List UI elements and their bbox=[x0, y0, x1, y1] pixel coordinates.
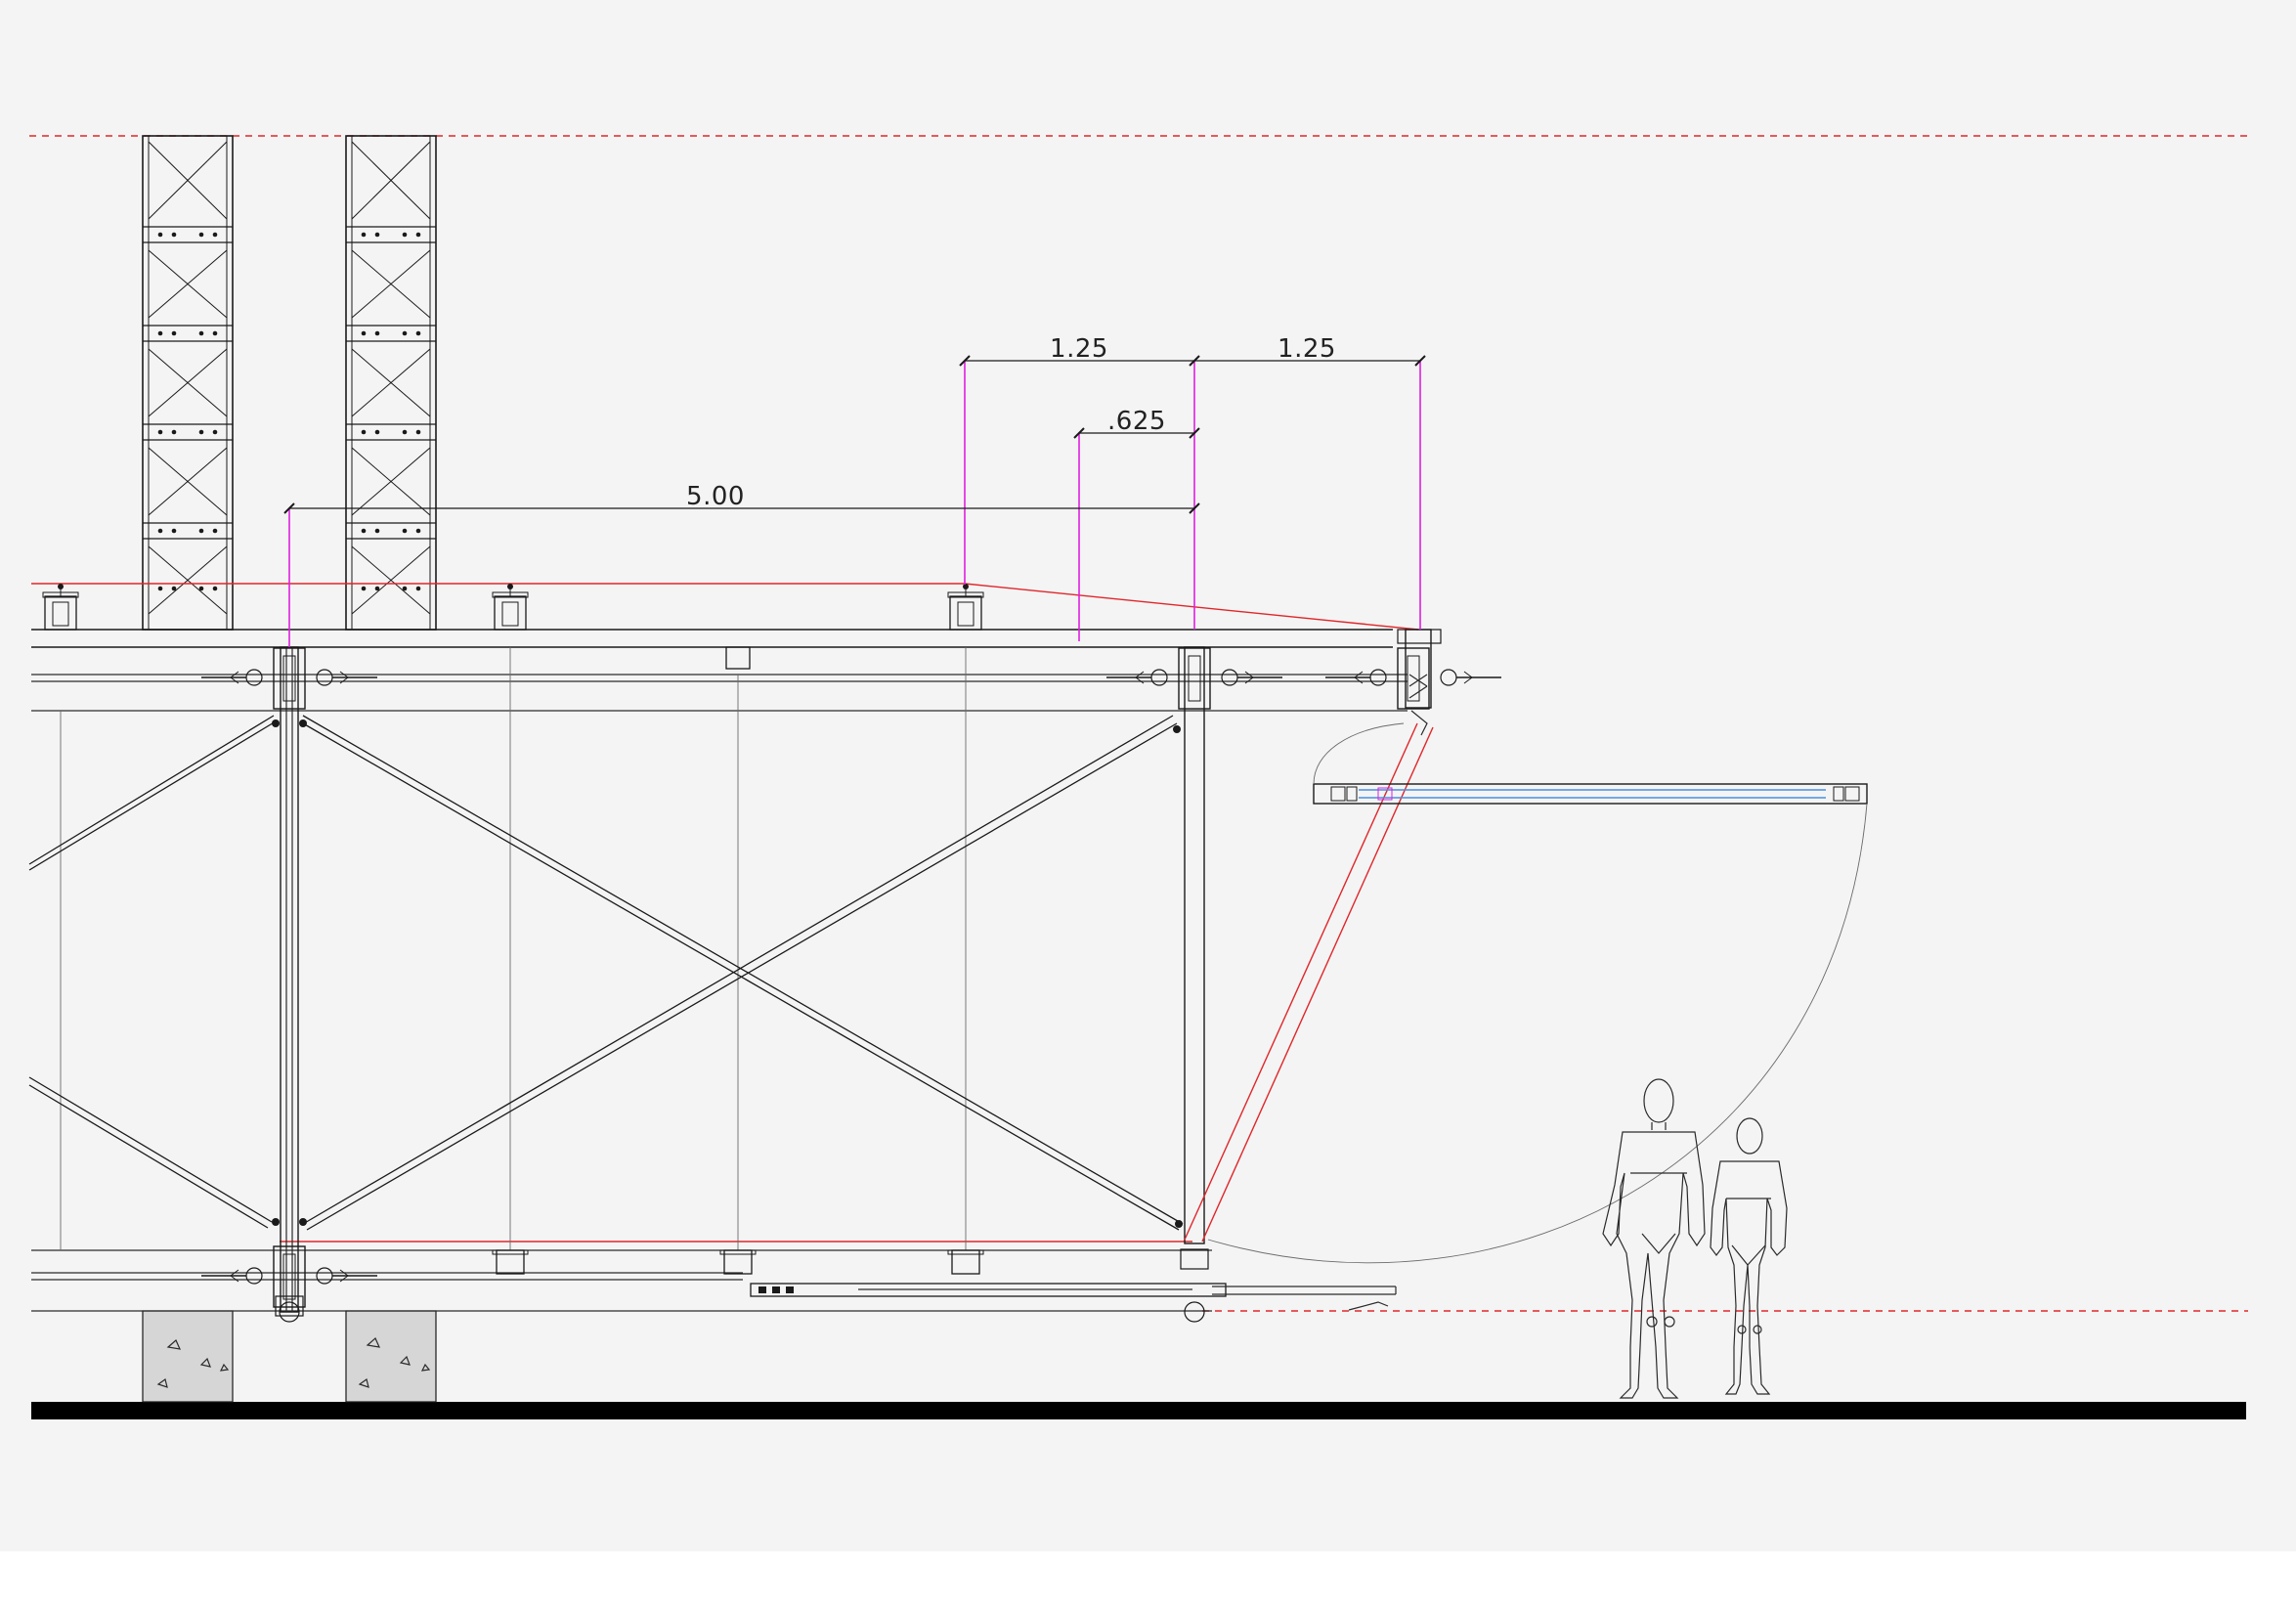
dimensions bbox=[283, 355, 1426, 647]
ground-line bbox=[31, 1402, 2246, 1419]
roof-profile-line bbox=[31, 583, 1419, 631]
column-left bbox=[280, 646, 299, 1313]
floor-slider-rail bbox=[750, 1283, 1397, 1311]
strut-red bbox=[1184, 722, 1434, 1242]
scale-figure-child bbox=[1710, 1117, 1788, 1395]
purlin-clips bbox=[42, 584, 984, 1275]
dimension-label-span-right: 1.25 bbox=[1278, 334, 1336, 364]
column-right bbox=[1184, 646, 1205, 1244]
cross-bracing bbox=[28, 715, 1184, 1231]
swing-arc-large bbox=[1207, 803, 1868, 1264]
hanger-lines bbox=[60, 647, 967, 1250]
cantilever-end-detail bbox=[1397, 629, 1442, 736]
hinged-panel bbox=[1313, 783, 1868, 805]
scale-figure-adult bbox=[1602, 1078, 1706, 1399]
bottom-beam bbox=[31, 1249, 1212, 1312]
dimension-label-offset: .625 bbox=[1107, 407, 1166, 436]
dimension-label-span-left: 1.25 bbox=[1050, 334, 1108, 364]
top-beam bbox=[31, 629, 1408, 712]
drawing-sheet bbox=[0, 0, 2296, 1551]
joint-hardware bbox=[201, 647, 1501, 1323]
footing-left bbox=[142, 1310, 234, 1403]
lattice-tower-left bbox=[142, 135, 234, 631]
lattice-tower-right bbox=[345, 135, 437, 631]
footing-right bbox=[345, 1310, 437, 1403]
swing-arc-small bbox=[1313, 722, 1405, 785]
dimension-label-bay: 5.00 bbox=[686, 482, 745, 511]
